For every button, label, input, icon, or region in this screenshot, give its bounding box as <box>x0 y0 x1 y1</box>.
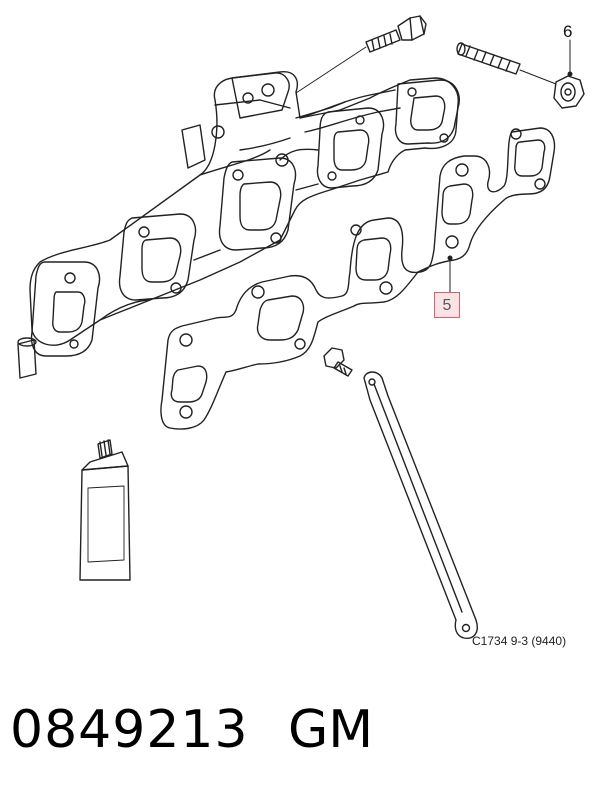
exhaust-manifold-diagram <box>17 15 585 639</box>
figure-code: C1734 9-3 (9440) <box>472 634 567 648</box>
nut-leader-line <box>519 69 557 85</box>
manifold-stud-bolt <box>365 15 427 53</box>
sealant-tube <box>79 439 131 581</box>
callout-5-dot <box>447 255 453 261</box>
flange-nut <box>553 75 585 109</box>
callout-label-5[interactable]: 5 <box>434 292 460 318</box>
footer: 0849213 GM <box>0 700 600 780</box>
stud-with-nut <box>456 42 521 75</box>
callout-label-6: 6 <box>563 22 573 41</box>
bracket-bolt <box>323 347 353 377</box>
support-bracket <box>363 371 478 639</box>
brand-label: GM <box>288 700 374 760</box>
callout-6-dot <box>567 71 573 77</box>
exhaust-gasket <box>160 127 556 430</box>
part-number: 0849213 <box>10 700 249 760</box>
exhaust-manifold <box>17 71 460 379</box>
stud-leader-line <box>295 46 367 94</box>
